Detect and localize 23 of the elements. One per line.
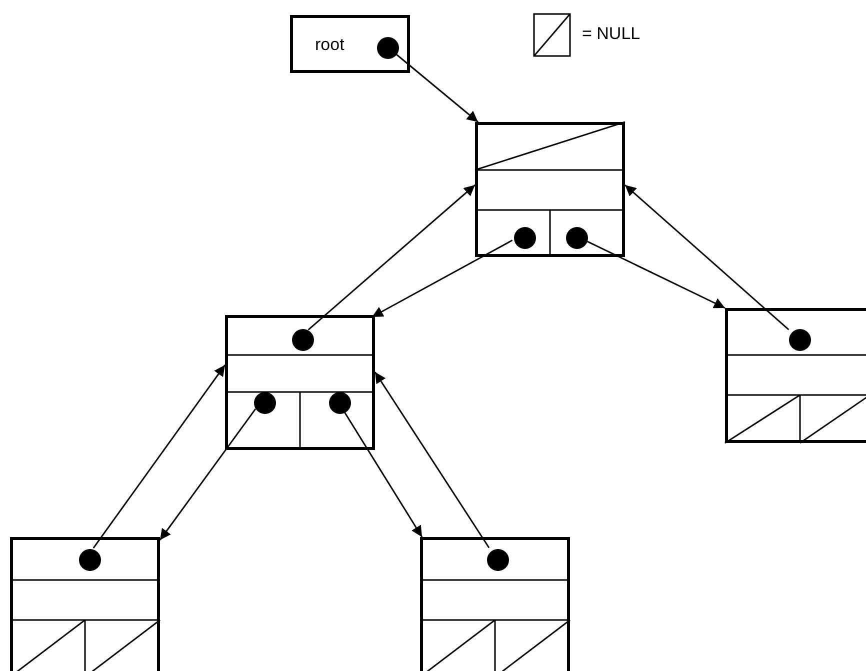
pointer-arrow — [624, 184, 790, 330]
pointer-arrow — [159, 408, 256, 540]
pointer-dot — [789, 329, 811, 351]
pointer-arrow — [308, 184, 476, 330]
legend-text: = NULL — [582, 24, 640, 44]
pointer-dot — [487, 549, 509, 571]
tree-node-box — [10, 537, 160, 671]
pointer-dot — [254, 392, 276, 414]
tree-node-box — [725, 308, 866, 443]
tree-node-box — [225, 315, 375, 450]
pointer-arrow — [92, 364, 226, 548]
pointer-arrow — [372, 240, 513, 318]
tree-node-box — [420, 537, 570, 671]
pointer-dot — [514, 227, 536, 249]
pointer-dot — [566, 227, 588, 249]
variable-name: root — [315, 35, 344, 55]
pointer-arrow — [374, 372, 490, 548]
tree-node-box — [475, 122, 625, 257]
pointer-dot — [79, 549, 101, 571]
pointer-dot — [329, 392, 351, 414]
pointer-dot — [292, 329, 314, 351]
pointer-box — [290, 15, 410, 73]
pointer-dot — [377, 37, 399, 59]
